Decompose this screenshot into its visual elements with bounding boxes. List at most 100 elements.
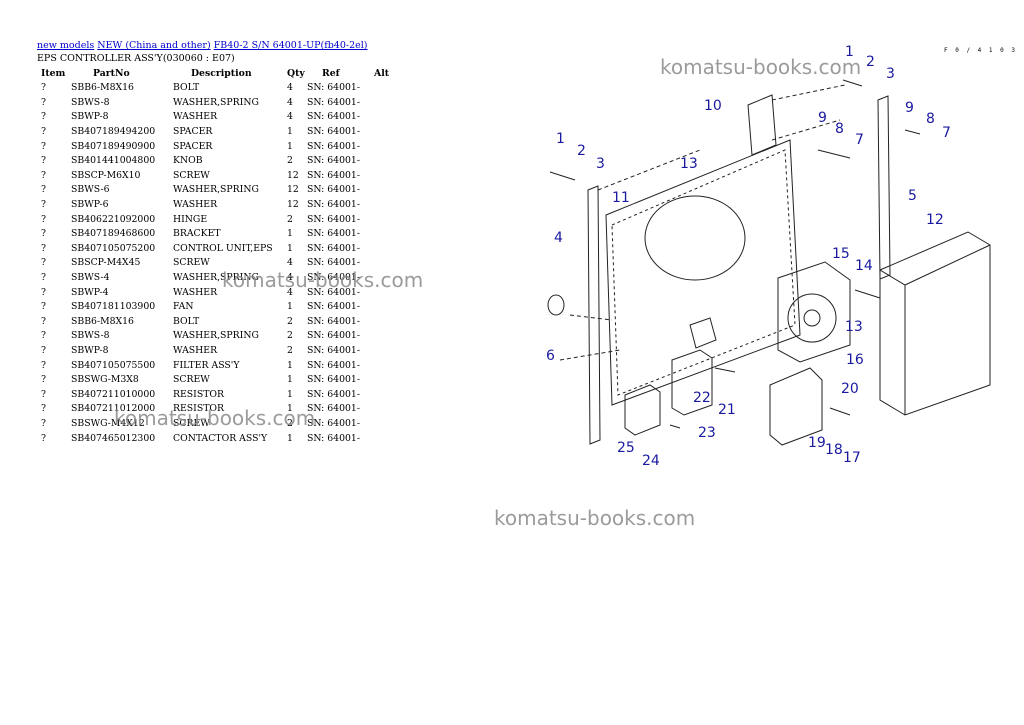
description-cell: SCREW <box>173 169 210 181</box>
qty-cell: 1 <box>287 228 293 240</box>
item-cell: ? <box>41 126 46 138</box>
ref-cell: SN: 64001- <box>307 169 360 181</box>
qty-cell: 1 <box>287 359 293 371</box>
qty-cell: 2 <box>287 417 293 429</box>
callout-label: 8 <box>835 121 844 137</box>
partno-cell: SBWP-6 <box>71 199 109 211</box>
description-cell: FAN <box>173 301 194 313</box>
callout-label: 16 <box>846 352 864 368</box>
alt-cell <box>374 110 394 125</box>
callout-label: 13 <box>680 156 698 172</box>
item-cell: ? <box>41 111 46 123</box>
description-cell: WASHER <box>173 344 218 356</box>
item-cell: ? <box>41 82 46 94</box>
callout-label: 4 <box>554 230 563 246</box>
item-cell: ? <box>41 272 46 284</box>
breadcrumb-link-new-china[interactable]: NEW (China and other) <box>97 40 211 51</box>
panel-inner-outline <box>611 149 796 396</box>
header-ref: Ref <box>322 67 340 79</box>
ref-cell: SN: 64001- <box>307 96 360 108</box>
fan-ring <box>787 293 837 343</box>
ref-cell: SN: 64001- <box>307 82 360 94</box>
item-cell: ? <box>41 374 46 386</box>
callout-label: 9 <box>818 110 827 126</box>
item-cell: ? <box>41 286 46 298</box>
qty-cell: 4 <box>287 82 293 94</box>
ref-cell: SN: 64001- <box>307 272 360 284</box>
callout-label: 15 <box>832 246 850 262</box>
ref-cell: SN: 64001- <box>307 417 360 429</box>
partno-cell: SB407211012000 <box>71 403 156 415</box>
alt-cell <box>374 212 394 227</box>
partno-cell: SBB6-M8X16 <box>71 82 134 94</box>
item-cell: ? <box>41 301 46 313</box>
callout-label: 9 <box>905 100 914 116</box>
callout-label: 6 <box>546 348 555 364</box>
item-cell: ? <box>41 359 46 371</box>
ref-cell: SN: 64001- <box>307 374 360 386</box>
alt-cell <box>374 329 394 344</box>
breadcrumb-link-new-models[interactable]: new models <box>37 40 95 51</box>
qty-cell: 1 <box>287 301 293 313</box>
partno-cell: SBWS-8 <box>71 330 110 342</box>
ref-cell: SN: 64001- <box>307 301 360 313</box>
callout-label: 24 <box>642 453 660 469</box>
ref-cell: SN: 64001- <box>307 184 360 196</box>
ref-cell: SN: 64001- <box>307 126 360 138</box>
alt-cell <box>374 431 394 446</box>
ref-cell: SN: 64001- <box>307 344 360 356</box>
knob-shape <box>547 294 565 316</box>
item-cell: ? <box>41 213 46 225</box>
qty-cell: 4 <box>287 272 293 284</box>
item-cell: ? <box>41 257 46 269</box>
breadcrumb-link-model[interactable]: FB40-2 S/N 64001-UP(fb40-2el) <box>213 40 368 51</box>
partno-cell: SB407465012300 <box>71 432 156 444</box>
partno-cell: SBWS-8 <box>71 96 110 108</box>
ref-cell: SN: 64001- <box>307 213 360 225</box>
alt-cell <box>374 197 394 212</box>
description-cell: BOLT <box>173 315 200 327</box>
resistor-small-shape <box>689 317 717 349</box>
alt-cell <box>374 270 394 285</box>
ref-cell: SN: 64001- <box>307 199 360 211</box>
callout-label: 2 <box>577 143 586 159</box>
callout-label: 3 <box>886 66 895 82</box>
partno-cell: SBSWG-M3X8 <box>71 374 139 386</box>
description-cell: WASHER,SPRING <box>173 184 259 196</box>
callout-label: 7 <box>942 125 951 141</box>
description-cell: WASHER,SPRING <box>173 330 259 342</box>
callout-label: 12 <box>926 212 944 228</box>
partno-cell: SB407105075500 <box>71 359 156 371</box>
panel-cutout <box>644 195 746 281</box>
item-cell: ? <box>41 96 46 108</box>
description-cell: WASHER,SPRING <box>173 272 259 284</box>
partno-cell: SB407211010000 <box>71 388 156 400</box>
callout-label: 22 <box>693 390 711 406</box>
description-cell: SCREW <box>173 257 210 269</box>
callout-label: 3 <box>596 156 605 172</box>
item-cell: ? <box>41 315 46 327</box>
partno-cell: SBSCP-M6X10 <box>71 169 141 181</box>
callout-label: 20 <box>841 381 859 397</box>
resistor-shape <box>671 349 713 416</box>
exploded-parts-diagram: 1 2 3 10 9 8 7 9 8 7 1 2 3 13 5 11 4 12 … <box>546 44 991 469</box>
callout-label: 25 <box>617 440 635 456</box>
fan-shape <box>777 261 851 363</box>
header-description: Description <box>191 67 252 79</box>
ref-cell: SN: 64001- <box>307 242 360 254</box>
description-cell: HINGE <box>173 213 208 225</box>
alt-cell <box>374 416 394 431</box>
item-cell: ? <box>41 155 46 167</box>
item-cell: ? <box>41 403 46 415</box>
callout-label: 18 <box>825 442 843 458</box>
ref-cell: SN: 64001- <box>307 359 360 371</box>
header-partno: PartNo <box>93 67 130 79</box>
qty-cell: 12 <box>287 169 299 181</box>
description-cell: CONTROL UNIT,EPS <box>173 242 273 254</box>
